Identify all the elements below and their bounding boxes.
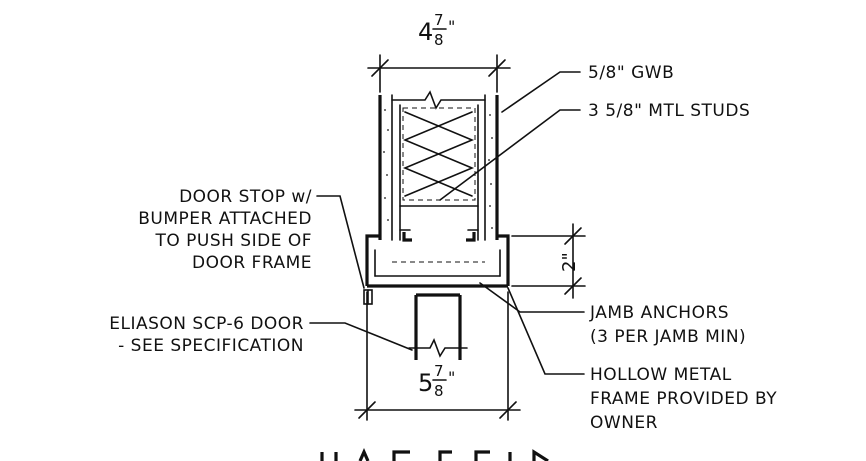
frame-line-3: OWNER <box>590 413 658 433</box>
frame-line-2: FRAME PROVIDED BY <box>590 389 777 409</box>
door-stop-line-4: DOOR FRAME <box>192 253 312 273</box>
door-line-2: - SEE SPECIFICATION <box>118 336 304 356</box>
callout-door-stop: DOOR STOP w/ BUMPER ATTACHED TO PUSH SID… <box>138 187 312 273</box>
door-stop-line-1: DOOR STOP w/ <box>179 187 312 207</box>
jamb-anchors-line-1: JAMB ANCHORS <box>589 303 729 323</box>
hollow-metal-frame <box>365 232 510 288</box>
cutoff-title-fragment <box>320 448 549 461</box>
frame-width-denominator: 8 <box>434 382 444 400</box>
door-stop-line-2: BUMPER ATTACHED <box>138 209 312 229</box>
frame-width-dimension: 5 7 8 " <box>354 291 521 421</box>
frame-line-1: HOLLOW METAL <box>590 365 732 385</box>
wall-assembly <box>378 90 499 241</box>
gwb-stipple <box>383 109 493 229</box>
wall-width-unit: " <box>448 17 455 36</box>
callout-studs: 3 5/8" MTL STUDS <box>588 101 750 121</box>
frame-width-numerator: 7 <box>434 362 444 380</box>
anchor-depth-dimension: 2" <box>511 223 586 299</box>
door-leaf <box>408 293 468 360</box>
anchor-depth-label: 2" <box>559 252 580 272</box>
callout-door: ELIASON SCP-6 DOOR - SEE SPECIFICATION <box>109 314 304 356</box>
wall-width-dimension: 4 7 8 " <box>367 11 511 93</box>
callout-gwb: 5/8" GWB <box>588 63 674 83</box>
wall-width-numerator: 7 <box>434 11 444 29</box>
callout-jamb-anchors: JAMB ANCHORS (3 PER JAMB MIN) <box>589 303 746 347</box>
door-stop-line-3: TO PUSH SIDE OF <box>154 231 312 251</box>
wall-width-whole: 4 <box>418 18 433 46</box>
frame-width-whole: 5 <box>418 369 433 397</box>
callout-frame: HOLLOW METAL FRAME PROVIDED BY OWNER <box>590 365 777 433</box>
gwb-label: 5/8" GWB <box>588 63 674 83</box>
frame-width-unit: " <box>448 368 455 387</box>
studs-label: 3 5/8" MTL STUDS <box>588 101 750 121</box>
door-stop <box>363 289 373 305</box>
callout-leaders <box>309 71 585 375</box>
door-line-1: ELIASON SCP-6 DOOR <box>109 314 304 334</box>
wall-width-denominator: 8 <box>434 31 444 49</box>
jamb-anchors-line-2: (3 PER JAMB MIN) <box>590 327 746 347</box>
